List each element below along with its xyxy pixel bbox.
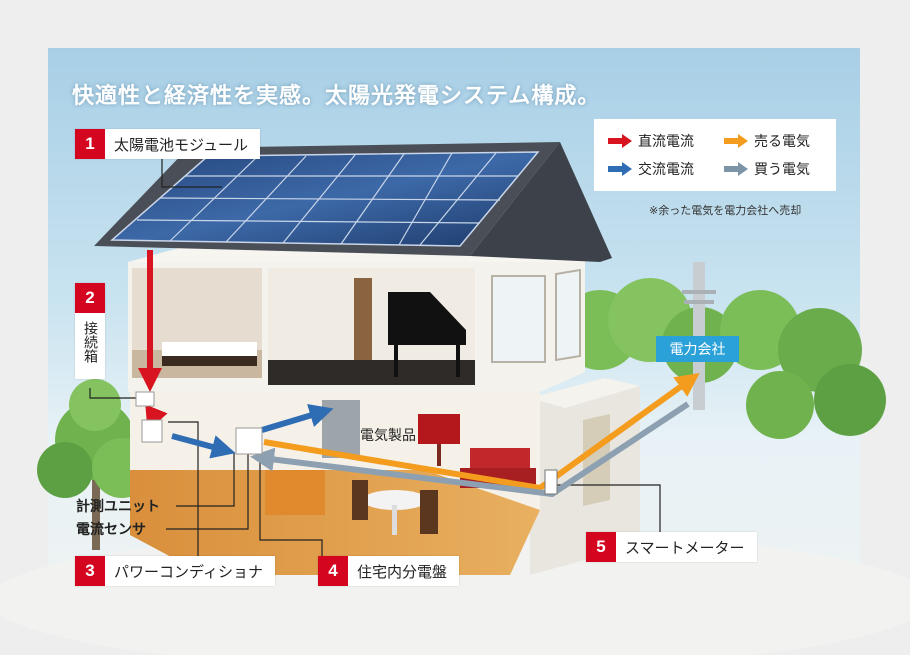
- label-power-conditioner: 3 パワーコンディショナ: [75, 556, 275, 586]
- label-number: 4: [318, 556, 348, 586]
- legend-item: 買う電気: [724, 159, 810, 179]
- ac-flow-inverter-to-panel: [171, 433, 236, 459]
- label-number: 2: [75, 283, 105, 313]
- label-utility-company: 電力会社: [656, 336, 739, 362]
- label-junction-box: 2 接続箱: [75, 283, 105, 379]
- label-text: パワーコンディショナ: [114, 562, 263, 581]
- label-text: 接続箱: [82, 321, 98, 363]
- arrow-right-icon: [608, 134, 632, 148]
- legend-label: 買う電気: [754, 162, 810, 178]
- legend-item: 直流電流: [608, 131, 694, 151]
- distribution-panel-device: [235, 427, 263, 455]
- label-appliances: 電気製品: [360, 428, 416, 444]
- legend-item: 交流電流: [608, 159, 694, 179]
- label-current-sensor: 電流センサ: [76, 522, 146, 538]
- arrow-right-icon: [608, 162, 632, 176]
- solar-grid: [136, 152, 518, 246]
- legend: 直流電流 売る電気 交流電流 買う電気: [594, 119, 836, 191]
- entrance-door: [583, 414, 610, 506]
- label-smart-meter: 5 スマートメーター: [586, 532, 757, 562]
- leader-lines: [89, 158, 661, 556]
- dc-flow-box-to-inverter: [145, 404, 168, 432]
- legend-item: 売る電気: [724, 131, 810, 151]
- label-text: 太陽電池モジュール: [114, 135, 248, 154]
- piano: [388, 292, 466, 345]
- label-distribution-panel: 4 住宅内分電盤: [318, 556, 460, 586]
- legend-note: ※余った電気を電力会社へ売却: [649, 204, 802, 217]
- sell-flow: [263, 372, 700, 492]
- legend-label: 直流電流: [638, 134, 694, 150]
- label-number: 5: [586, 532, 616, 562]
- smart-meter-device: [544, 469, 558, 495]
- label-solar-module: 1 太陽電池モジュール: [75, 129, 260, 159]
- ac-flow-panel-to-appliances: [261, 403, 334, 433]
- label-number: 3: [75, 556, 105, 586]
- junction-box-device: [135, 391, 155, 407]
- label-text: 住宅内分電盤: [357, 562, 448, 581]
- label-measuring-unit: 計測ユニット: [76, 499, 160, 515]
- legend-label: 交流電流: [638, 162, 694, 178]
- page-title: 快適性と経済性を実感。太陽光発電システム構成。: [72, 84, 601, 109]
- label-number: 1: [75, 129, 105, 159]
- arrow-right-icon: [724, 134, 748, 148]
- legend-label: 売る電気: [754, 134, 810, 150]
- arrow-right-icon: [724, 162, 748, 176]
- upper-windows: [491, 275, 546, 363]
- inverter-device: [141, 419, 163, 443]
- label-text: スマートメーター: [625, 538, 745, 557]
